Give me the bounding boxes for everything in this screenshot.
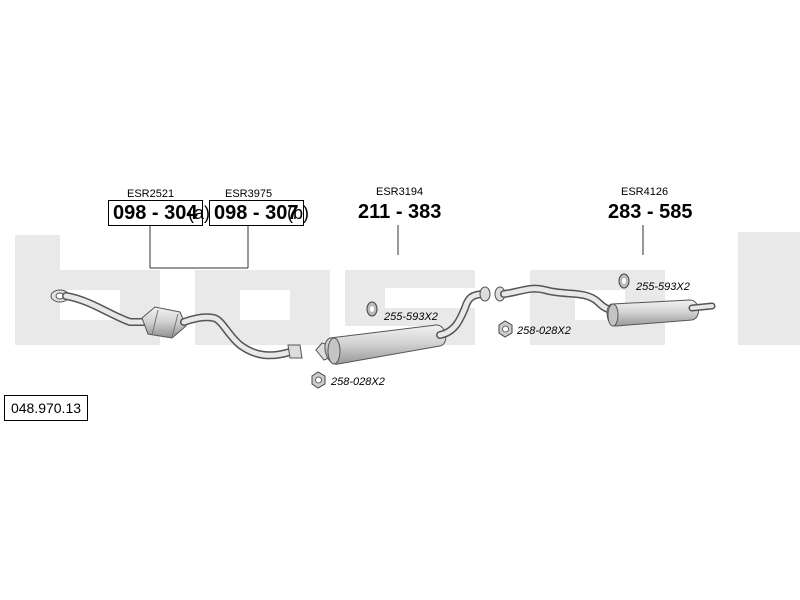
hardware-code-label: 255-593X2	[384, 311, 438, 323]
esr-code-label: ESR3975	[225, 188, 273, 200]
gasket-nut-icon	[498, 320, 513, 338]
part-number-box[interactable]: 098 - 304	[108, 200, 203, 226]
leader-lines	[149, 225, 644, 269]
rear-silencer	[494, 284, 716, 327]
esr-code-label: ESR3194	[376, 186, 424, 198]
middle-silencer	[315, 286, 491, 365]
diagram-number: 048.970.13	[4, 395, 88, 421]
esr-code-label: ESR2521	[127, 188, 175, 200]
front-pipe-with-catalyst	[50, 289, 303, 360]
hardware-code-label: 255-593X2	[636, 281, 690, 293]
hardware-code-label: 258-028X2	[331, 376, 385, 388]
esr-code-label: ESR4126	[621, 186, 669, 198]
gasket-nut-icon	[311, 371, 326, 389]
hardware-code-label: 258-028X2	[517, 325, 571, 337]
part-number[interactable]: 211 - 383	[358, 201, 442, 223]
variant-label: (b)	[287, 203, 309, 223]
part-number[interactable]: 283 - 585	[608, 201, 693, 223]
part-number-box[interactable]: 098 - 307	[209, 200, 304, 226]
clamp-icon	[366, 301, 378, 317]
clamp-icon	[618, 273, 630, 289]
variant-label: (a)	[188, 203, 210, 223]
